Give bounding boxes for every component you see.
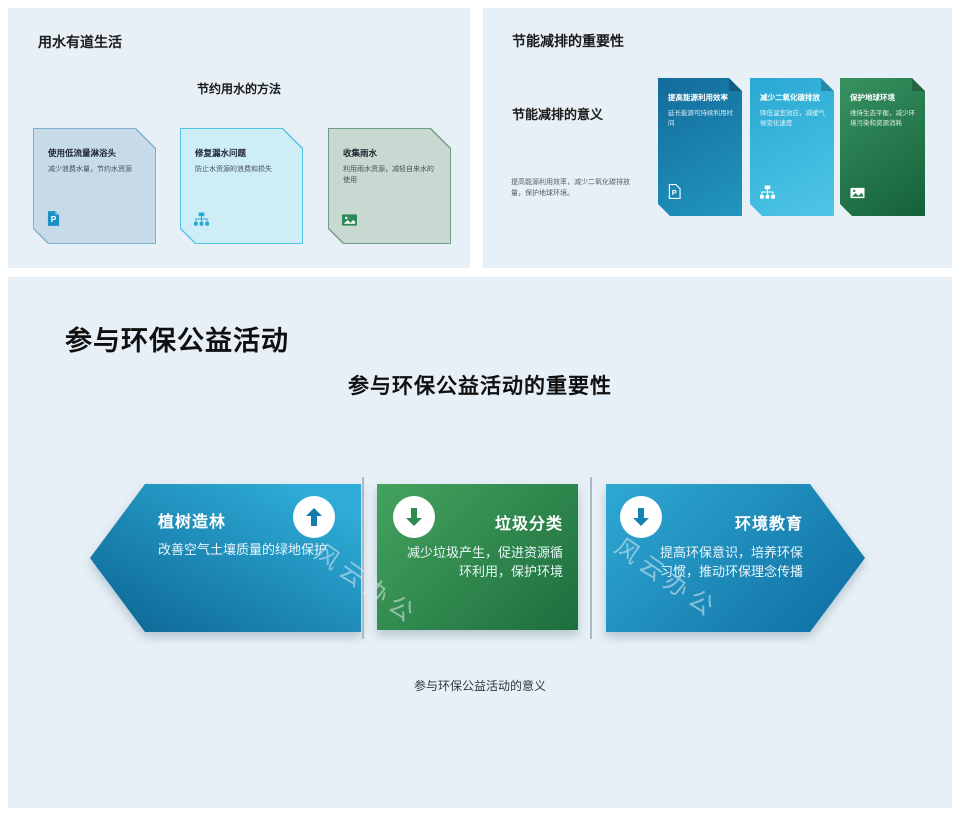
slide-activity[interactable]: 参与环保公益活动 参与环保公益活动的重要性 植树造林 改善空气土壤质量的绿地保护… — [8, 277, 952, 808]
slide-title: 参与环保公益活动 — [65, 326, 289, 356]
energy-card-efficiency: 提高能源利用效率 延长能源可持续利用时间 P — [658, 78, 742, 216]
card-title: 保护地球环境 — [850, 93, 895, 102]
water-card-low-flow: 使用低流量淋浴头 减少浪费水量，节约水资源 P — [33, 128, 156, 244]
slide-caption: 参与环保公益活动的意义 — [413, 679, 546, 693]
sitemap-icon — [760, 185, 775, 204]
water-card-collect-rain: 收集雨水 利用雨水资源，减轻自来水的使用 — [328, 128, 451, 244]
section-heading: 节能减排的意义 — [512, 107, 604, 122]
card-desc: 延长能源可持续利用时间 — [668, 110, 733, 128]
sitemap-icon — [194, 212, 209, 231]
document-icon: P — [47, 211, 60, 231]
left-arrow-shape: 植树造林 改善空气土壤质量的绿地保护 — [90, 484, 361, 632]
section-body: 提高能源利用效率，减少二氧化碳排放量，保护地球环境。 — [511, 179, 630, 198]
slide-water[interactable]: 用水有道生活 节约用水的方法 使用低流量淋浴头 减少浪费水量，节约水资源 P 修… — [8, 8, 470, 268]
vertical-divider — [362, 477, 364, 639]
vertical-divider — [590, 477, 592, 639]
card-title: 减少二氧化碳排放 — [760, 93, 820, 102]
card-desc: 减少浪费水量，节约水资源 — [48, 166, 132, 173]
corner-fold — [912, 78, 925, 91]
card-title: 修复漏水问题 — [195, 148, 247, 158]
rectangle-shape: 垃圾分类 减少垃圾产生，促进资源循环利用，保护环境 — [377, 484, 578, 630]
activity-item-tree-planting: 植树造林 改善空气土壤质量的绿地保护 — [90, 484, 361, 632]
slide-title: 用水有道生活 — [38, 34, 122, 50]
card-title: 提高能源利用效率 — [668, 93, 728, 102]
card-title: 收集雨水 — [343, 148, 378, 158]
document-icon: P — [668, 184, 681, 204]
slide-title: 节能减排的重要性 — [512, 33, 624, 49]
item-title: 植树造林 — [158, 514, 227, 531]
item-desc: 减少垃圾产生，促进资源循环利用，保护环境 — [406, 545, 563, 579]
card-desc: 维持生态平衡，减少环境污染和资源消耗 — [850, 110, 915, 128]
energy-card-co2: 减少二氧化碳排放 降低温室效应，减缓气候变化速度 — [750, 78, 834, 216]
card-desc: 利用雨水资源，减轻自来水的使用 — [343, 166, 434, 184]
card-desc: 降低温室效应，减缓气候变化速度 — [760, 110, 825, 128]
svg-text:P: P — [51, 214, 57, 224]
slide-subtitle: 参与环保公益活动的重要性 — [348, 375, 612, 398]
item-title: 环境教育 — [734, 516, 803, 533]
down-arrow-icon — [620, 496, 662, 538]
item-desc: 改善空气土壤质量的绿地保护 — [158, 542, 328, 557]
slide-subtitle: 节约用水的方法 — [196, 82, 281, 96]
corner-fold — [729, 78, 742, 91]
image-icon — [850, 186, 865, 204]
water-card-fix-leaks: 修复漏水问题 防止水资源的浪费和损失 — [180, 128, 303, 244]
image-icon — [342, 213, 357, 231]
energy-card-earth: 保护地球环境 维持生态平衡，减少环境污染和资源消耗 — [840, 78, 925, 216]
slide-energy[interactable]: 节能减排的重要性 节能减排的意义 提高能源利用效率，减少二氧化碳排放量，保护地球… — [483, 8, 952, 268]
item-desc: 提高环保意识，培养环保习惯，推动环保理念传播 — [659, 545, 803, 579]
item-title: 垃圾分类 — [494, 516, 563, 533]
card-title: 使用低流量淋浴头 — [48, 148, 117, 158]
activity-item-environment-education: 环境教育 提高环保意识，培养环保习惯，推动环保理念传播 — [606, 484, 865, 632]
activity-item-waste-sorting: 垃圾分类 减少垃圾产生，促进资源循环利用，保护环境 — [377, 484, 578, 630]
up-arrow-icon — [293, 496, 335, 538]
down-arrow-icon — [393, 496, 435, 538]
svg-text:P: P — [672, 188, 677, 197]
corner-fold — [821, 78, 834, 91]
card-desc: 防止水资源的浪费和损失 — [195, 166, 272, 173]
right-arrow-shape: 环境教育 提高环保意识，培养环保习惯，推动环保理念传播 — [606, 484, 865, 632]
